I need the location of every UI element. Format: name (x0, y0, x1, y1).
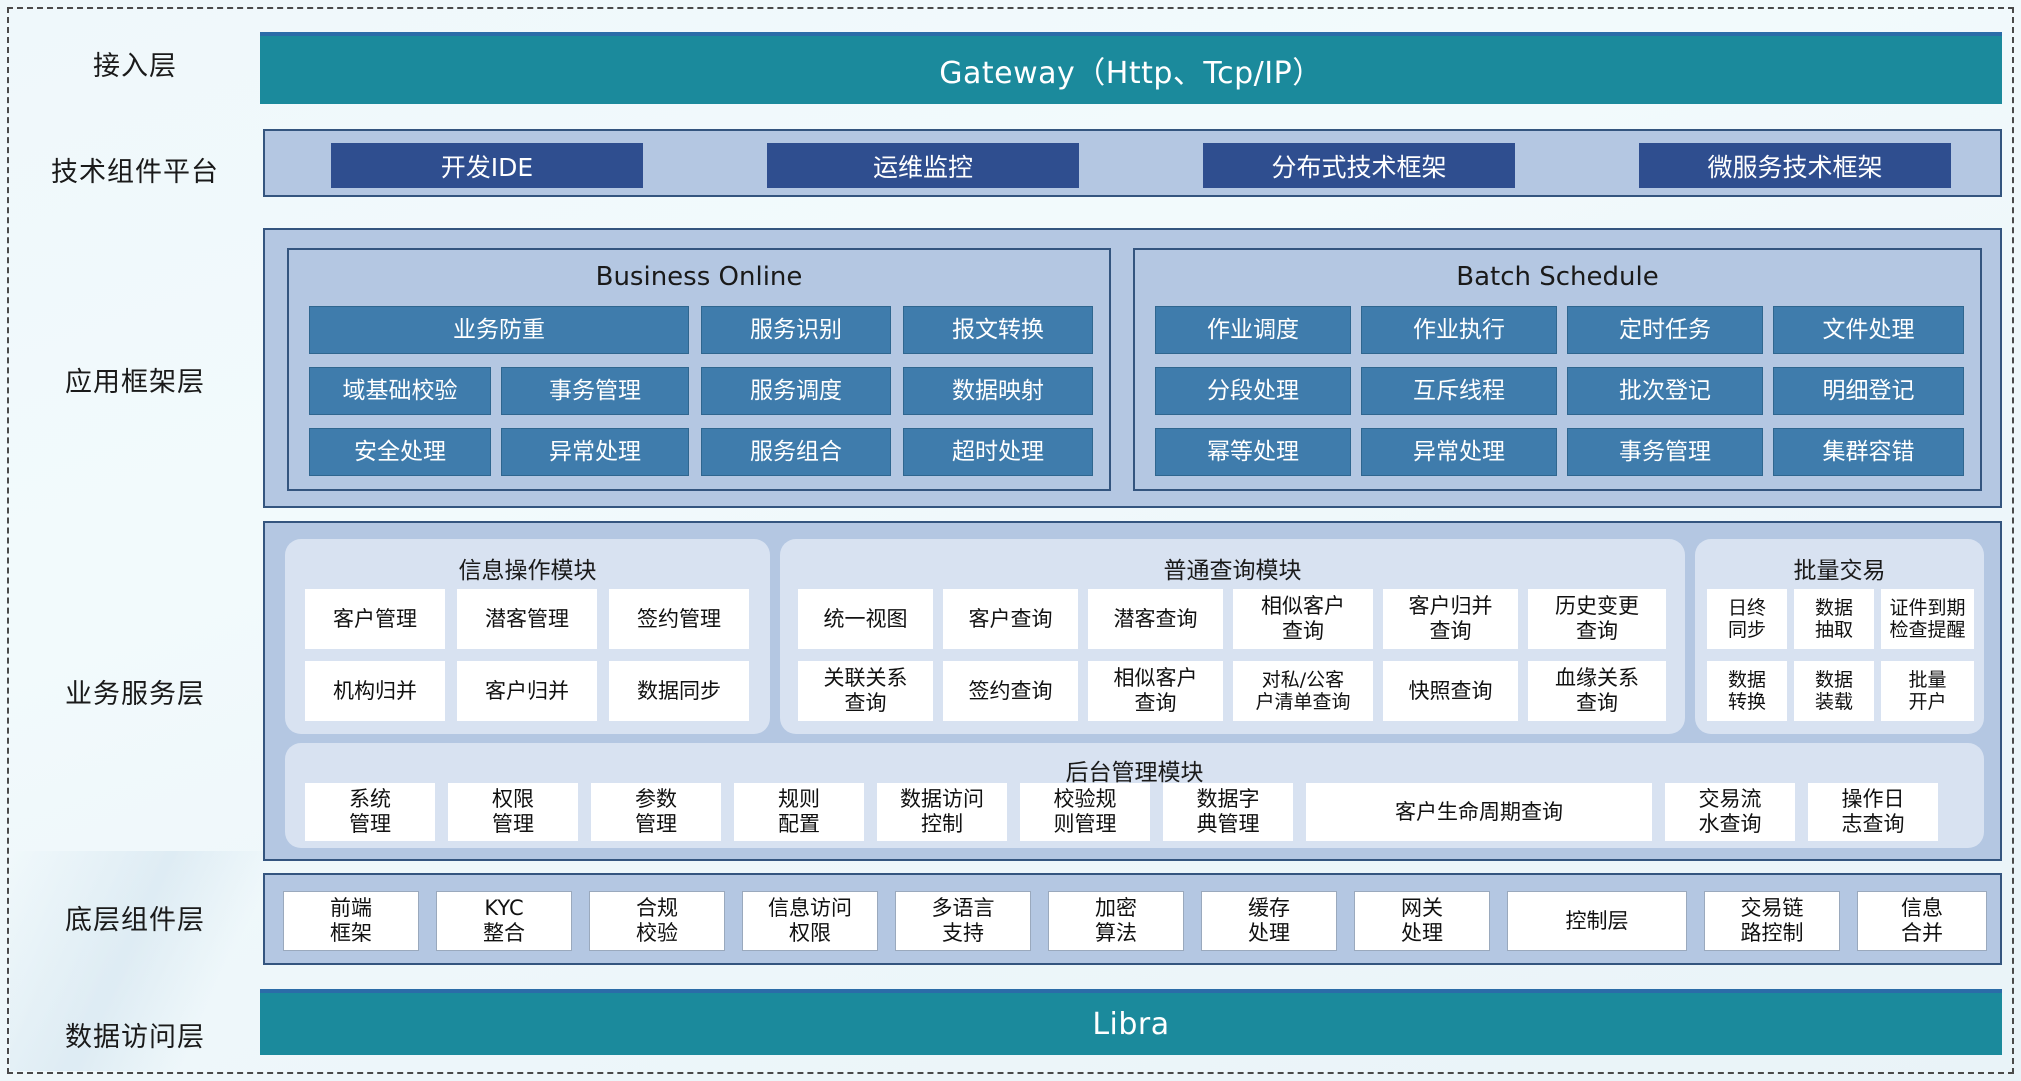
module-title-normal-query: 普通查询模块 (1163, 558, 1302, 584)
cell-lineage-relation-query[interactable]: 血缘关系查询 (1528, 661, 1666, 721)
chip-job-execute[interactable]: 作业执行 (1361, 306, 1557, 354)
cell-info-merge[interactable]: 信息合并 (1857, 891, 1987, 951)
cell-gateway-process[interactable]: 网关处理 (1354, 891, 1490, 951)
tech-chip-ide[interactable]: 开发IDE (331, 143, 643, 188)
group-title-business-online: Business Online (595, 262, 803, 292)
cell-history-change-query[interactable]: 历史变更查询 (1528, 589, 1666, 649)
cell-data-access-control[interactable]: 数据访问控制 (877, 783, 1007, 841)
cell-rule-config[interactable]: 规则配置 (734, 783, 864, 841)
cell-permission-manage[interactable]: 权限管理 (448, 783, 578, 841)
module-title-batch-transaction: 批量交易 (1793, 558, 1886, 584)
layer-label-data-access: 数据访问层 (65, 1022, 205, 1053)
chip-data-mapping[interactable]: 数据映射 (903, 367, 1093, 415)
chip-service-compose[interactable]: 服务组合 (701, 428, 891, 476)
cell-data-extract[interactable]: 数据抽取 (1794, 589, 1874, 649)
chip-domain-basic-validate[interactable]: 域基础校验 (309, 367, 491, 415)
business-service-panel: 信息操作模块 客户管理 潜客管理 签约管理 机构归并 客户归并 数据同步 普通查… (263, 521, 2002, 861)
cell-customer-manage[interactable]: 客户管理 (305, 589, 445, 649)
cell-multilanguage-support[interactable]: 多语言支持 (895, 891, 1031, 951)
cell-prospect-query[interactable]: 潜客查询 (1088, 589, 1223, 649)
cell-data-dictionary-manage[interactable]: 数据字典管理 (1163, 783, 1293, 841)
cell-customer-merge-query[interactable]: 客户归并查询 (1383, 589, 1518, 649)
cell-private-corp-customer-list-query[interactable]: 对私/公客户清单查询 (1233, 661, 1373, 721)
chip-batch-register[interactable]: 批次登记 (1567, 367, 1763, 415)
cell-org-merge[interactable]: 机构归并 (305, 661, 445, 721)
chip-scheduled-task[interactable]: 定时任务 (1567, 306, 1763, 354)
gateway-bar: Gateway（Http、Tcp/IP） (260, 32, 2002, 104)
cell-customer-lifecycle-query[interactable]: 客户生命周期查询 (1306, 783, 1652, 841)
group-batch-schedule: Batch Schedule 作业调度 作业执行 定时任务 文件处理 分段处理 … (1133, 248, 1982, 491)
cell-customer-query[interactable]: 客户查询 (943, 589, 1078, 649)
module-title-info-operation: 信息操作模块 (458, 558, 597, 584)
chip-mutex-thread[interactable]: 互斥线程 (1361, 367, 1557, 415)
layer-label-base-component: 底层组件层 (65, 905, 205, 936)
module-batch-transaction: 批量交易 日终同步 数据抽取 证件到期检查提醒 数据转换 数据装载 批量开户 (1695, 539, 1984, 734)
module-title-backend-admin: 后台管理模块 (1065, 760, 1204, 786)
cell-data-load[interactable]: 数据装载 (1794, 661, 1874, 721)
cell-transaction-flow-query[interactable]: 交易流水查询 (1665, 783, 1795, 841)
tech-platform-panel: 开发IDE 运维监控 分布式技术框架 微服务技术框架 (263, 129, 2002, 197)
cell-prospect-manage[interactable]: 潜客管理 (457, 589, 597, 649)
group-business-online: Business Online 业务防重 服务识别 报文转换 域基础校验 事务管… (287, 248, 1111, 491)
chip-timeout-process[interactable]: 超时处理 (903, 428, 1093, 476)
libra-bar: Libra (260, 989, 2002, 1055)
chip-idempotent-process[interactable]: 幂等处理 (1155, 428, 1351, 476)
tech-chip-ops-monitor[interactable]: 运维监控 (767, 143, 1079, 188)
cell-unified-view[interactable]: 统一视图 (798, 589, 933, 649)
cell-cache-process[interactable]: 缓存处理 (1201, 891, 1337, 951)
cell-compliance-check[interactable]: 合规校验 (589, 891, 725, 951)
cell-similar-customer-query-2[interactable]: 相似客户查询 (1088, 661, 1223, 721)
cell-system-manage[interactable]: 系统管理 (305, 783, 435, 841)
chip-transaction-manage[interactable]: 事务管理 (501, 367, 689, 415)
cell-encryption-algorithm[interactable]: 加密算法 (1048, 891, 1184, 951)
layer-label-business-service: 业务服务层 (65, 679, 205, 710)
app-framework-panel: Business Online 业务防重 服务识别 报文转换 域基础校验 事务管… (263, 228, 2002, 508)
cell-relation-query[interactable]: 关联关系查询 (798, 661, 933, 721)
cell-parameter-manage[interactable]: 参数管理 (591, 783, 721, 841)
layer-label-tech-platform: 技术组件平台 (51, 157, 219, 188)
chip-cluster-fault-tolerance[interactable]: 集群容错 (1773, 428, 1964, 476)
cell-info-access-permission[interactable]: 信息访问权限 (742, 891, 878, 951)
cell-contract-query[interactable]: 签约查询 (943, 661, 1078, 721)
chip-exception-process-batch[interactable]: 异常处理 (1361, 428, 1557, 476)
chip-service-identify[interactable]: 服务识别 (701, 306, 891, 354)
cell-similar-customer-query[interactable]: 相似客户查询 (1233, 589, 1373, 649)
cell-operation-log-query[interactable]: 操作日志查询 (1808, 783, 1938, 841)
chip-segment-process[interactable]: 分段处理 (1155, 367, 1351, 415)
chip-transaction-manage-batch[interactable]: 事务管理 (1567, 428, 1763, 476)
chip-detail-register[interactable]: 明细登记 (1773, 367, 1964, 415)
cell-transaction-chain-control[interactable]: 交易链路控制 (1704, 891, 1840, 951)
cell-customer-merge[interactable]: 客户归并 (457, 661, 597, 721)
module-normal-query: 普通查询模块 统一视图 客户查询 潜客查询 相似客户查询 客户归并查询 历史变更… (780, 539, 1685, 734)
cell-data-transform[interactable]: 数据转换 (1707, 661, 1787, 721)
cell-control-layer[interactable]: 控制层 (1507, 891, 1687, 951)
chip-message-convert[interactable]: 报文转换 (903, 306, 1093, 354)
layer-label-access: 接入层 (93, 51, 177, 82)
module-backend-admin: 后台管理模块 系统管理 权限管理 参数管理 规则配置 数据访问控制 校验规则管理… (285, 743, 1984, 848)
module-info-operation: 信息操作模块 客户管理 潜客管理 签约管理 机构归并 客户归并 数据同步 (285, 539, 770, 734)
cell-contract-manage[interactable]: 签约管理 (609, 589, 749, 649)
group-title-batch-schedule: Batch Schedule (1456, 262, 1659, 292)
cell-batch-account-open[interactable]: 批量开户 (1881, 661, 1974, 721)
chip-business-dedup[interactable]: 业务防重 (309, 306, 689, 354)
cell-data-sync[interactable]: 数据同步 (609, 661, 749, 721)
chip-job-schedule[interactable]: 作业调度 (1155, 306, 1351, 354)
chip-service-dispatch[interactable]: 服务调度 (701, 367, 891, 415)
tech-chip-distributed-framework[interactable]: 分布式技术框架 (1203, 143, 1515, 188)
chip-security-process[interactable]: 安全处理 (309, 428, 491, 476)
cell-frontend-framework[interactable]: 前端框架 (283, 891, 419, 951)
cell-certificate-expiry-reminder[interactable]: 证件到期检查提醒 (1881, 589, 1974, 649)
layer-label-app-framework: 应用框架层 (65, 367, 205, 398)
tech-chip-microservice-framework[interactable]: 微服务技术框架 (1639, 143, 1951, 188)
chip-file-process[interactable]: 文件处理 (1773, 306, 1964, 354)
cell-snapshot-query[interactable]: 快照查询 (1383, 661, 1518, 721)
chip-exception-process[interactable]: 异常处理 (501, 428, 689, 476)
cell-validation-rule-manage[interactable]: 校验规则管理 (1020, 783, 1150, 841)
cell-eod-sync[interactable]: 日终同步 (1707, 589, 1787, 649)
